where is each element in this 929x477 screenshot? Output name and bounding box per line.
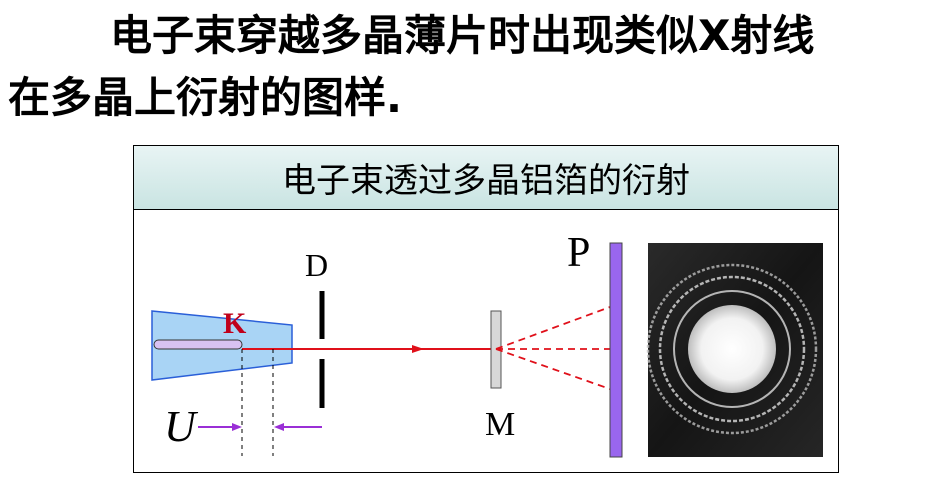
- diffraction-pattern-photo: [646, 243, 823, 457]
- voltage-arrow-left-head: [232, 423, 242, 431]
- fluorescent-screen: [609, 242, 623, 458]
- cathode-filament: [153, 339, 243, 350]
- voltage-label: U: [164, 402, 199, 451]
- heading-line-2: 在多晶上衍射的图样.: [8, 73, 402, 122]
- diffracted-ray-upper: [495, 306, 611, 350]
- diffracted-ray-lower: [495, 348, 611, 390]
- screen-label: P: [567, 230, 590, 276]
- foil-label: M: [485, 406, 515, 443]
- heading-line-1: 电子束穿越多晶薄片时出现类似X射线: [110, 11, 815, 60]
- figure-title: 电子束透过多晶铝箔的衍射: [134, 146, 838, 210]
- beam-direction-arrow: [412, 345, 424, 353]
- diaphragm-label: D: [305, 247, 328, 283]
- cathode-label: K: [223, 307, 247, 340]
- voltage-arrow-right-head: [274, 423, 284, 431]
